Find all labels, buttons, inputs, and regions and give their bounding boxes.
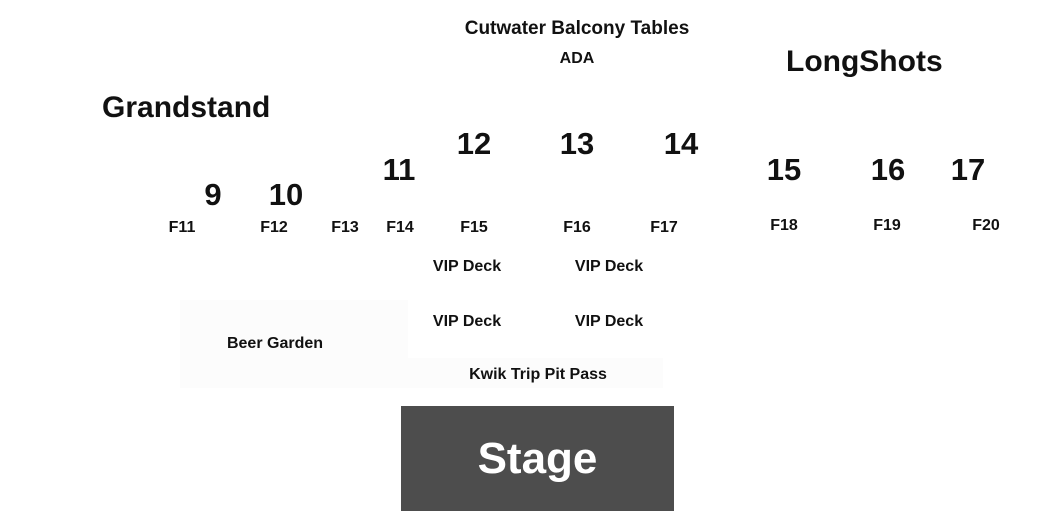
- section-16[interactable]: 16: [870, 152, 906, 187]
- floor-f18[interactable]: F18: [770, 217, 798, 234]
- floor-f19[interactable]: F19: [873, 217, 901, 234]
- pit-pass-zone: [408, 358, 663, 388]
- pit-pass-label[interactable]: Kwik Trip Pit Pass: [469, 366, 607, 383]
- section-17[interactable]: 17: [950, 152, 986, 187]
- floor-f17[interactable]: F17: [650, 219, 678, 236]
- section-14[interactable]: 14: [663, 126, 699, 161]
- vip-deck-left-top[interactable]: VIP Deck: [432, 258, 502, 275]
- longshots-label[interactable]: LongShots: [786, 45, 943, 78]
- section-13[interactable]: 13: [559, 126, 595, 161]
- beer-garden-zone: [180, 300, 408, 388]
- floor-f13[interactable]: F13: [331, 219, 359, 236]
- floor-f15[interactable]: F15: [460, 219, 488, 236]
- floor-f12[interactable]: F12: [260, 219, 288, 236]
- cutwater-balcony-label[interactable]: Cutwater Balcony Tables: [464, 18, 690, 39]
- section-10[interactable]: 10: [268, 177, 304, 212]
- beer-garden-label[interactable]: Beer Garden: [226, 335, 324, 352]
- vip-deck-right-top[interactable]: VIP Deck: [574, 258, 644, 275]
- vip-deck-left-bottom[interactable]: VIP Deck: [432, 313, 502, 330]
- section-9[interactable]: 9: [204, 177, 222, 212]
- stage: Stage: [401, 406, 674, 511]
- ada-label[interactable]: ADA: [559, 50, 595, 67]
- floor-f16[interactable]: F16: [563, 219, 591, 236]
- floor-f20[interactable]: F20: [972, 217, 1000, 234]
- grandstand-label: Grandstand: [102, 91, 271, 124]
- section-11[interactable]: 11: [382, 152, 416, 187]
- vip-deck-right-bottom[interactable]: VIP Deck: [574, 313, 644, 330]
- stage-label: Stage: [477, 433, 598, 483]
- floor-f14[interactable]: F14: [386, 219, 414, 236]
- section-12[interactable]: 12: [456, 126, 492, 161]
- floor-f11[interactable]: F11: [168, 219, 196, 236]
- section-15[interactable]: 15: [766, 152, 802, 187]
